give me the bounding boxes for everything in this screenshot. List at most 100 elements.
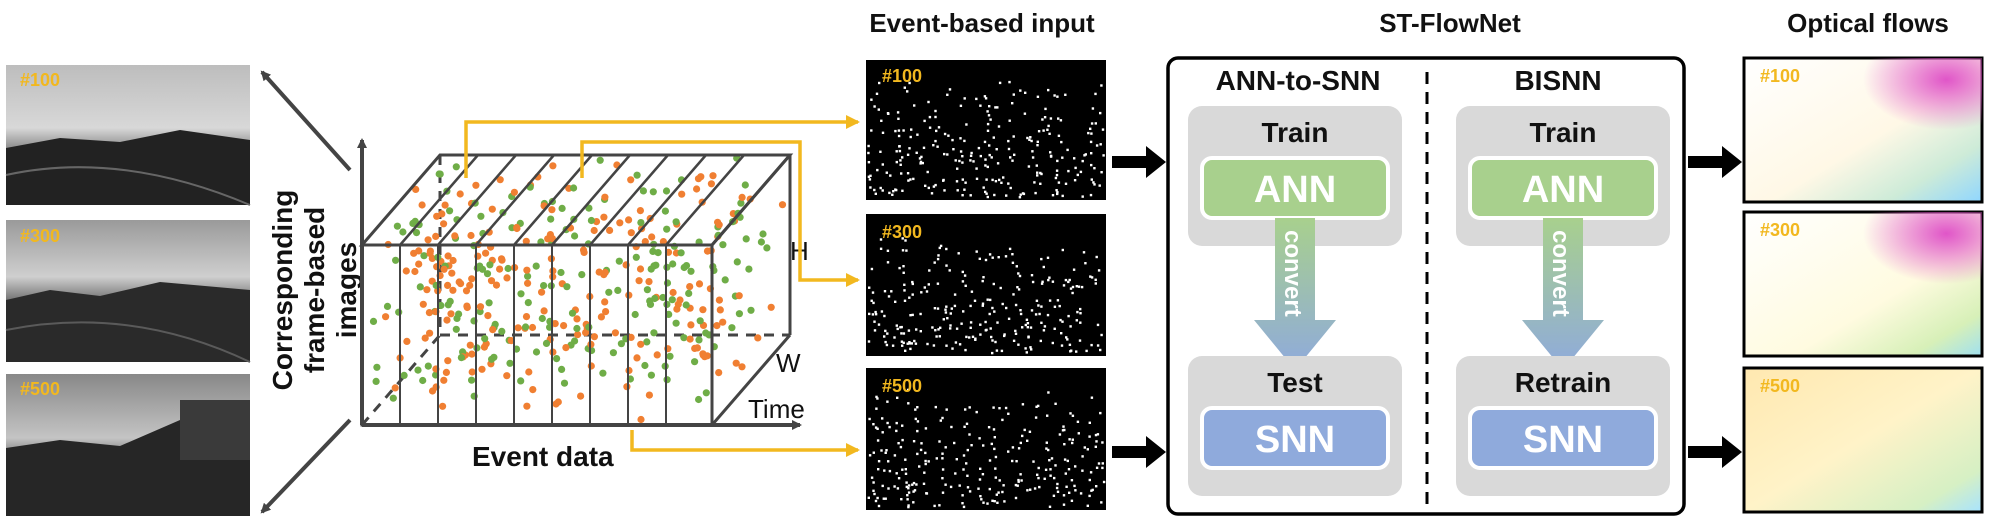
event-pixel: [1041, 280, 1044, 283]
event-pixel: [963, 139, 966, 143]
event-pixel: [943, 189, 946, 192]
event-pixel: [1021, 403, 1025, 406]
event-point: [633, 354, 641, 362]
event-point: [426, 329, 434, 337]
event-pixel: [1035, 164, 1038, 167]
frame-number-500: #500: [20, 379, 60, 399]
event-pixel: [904, 239, 907, 242]
event-point: [403, 337, 411, 345]
event-pixel: [1037, 404, 1040, 408]
event-point: [449, 256, 457, 265]
event-point: [757, 238, 766, 246]
event-pixel: [903, 283, 906, 286]
event-point: [732, 359, 740, 367]
event-pixel: [1036, 174, 1039, 177]
event-pixel: [874, 313, 878, 316]
event-pixel: [961, 502, 964, 505]
event-pixel: [894, 300, 897, 303]
left-convert-arrow: [1254, 218, 1336, 370]
event-pixel: [1081, 159, 1084, 163]
event-pixel: [1019, 89, 1022, 92]
event-pixel: [1009, 156, 1012, 159]
event-pixel: [975, 97, 978, 101]
event-pixel: [1055, 169, 1059, 172]
event-pixel: [899, 445, 903, 449]
event-pixel: [985, 178, 988, 181]
event-pixel: [989, 118, 992, 121]
event-pixel: [872, 481, 875, 484]
event-pixel: [1071, 291, 1074, 295]
event-pixel: [986, 502, 989, 505]
event-pixel: [886, 112, 890, 115]
event-pixel: [1052, 494, 1056, 497]
event-point: [548, 206, 556, 214]
side-label-line-2: frame-based: [299, 207, 330, 374]
event-point: [372, 377, 380, 385]
event-point: [496, 265, 504, 273]
event-pixel: [1036, 95, 1040, 98]
event-pixel: [945, 344, 948, 347]
event-pixel: [959, 104, 963, 107]
event-point: [453, 314, 461, 322]
event-pixel: [876, 397, 879, 400]
event-pixel: [1079, 312, 1082, 315]
event-pixel: [1094, 282, 1097, 285]
event-point: [432, 232, 440, 240]
event-point: [542, 339, 551, 347]
event-point: [558, 204, 566, 212]
event-pixel: [1099, 411, 1102, 415]
event-pixel: [1089, 193, 1093, 197]
event-pixel: [883, 314, 886, 318]
event-point: [641, 238, 649, 246]
event-pixel: [1075, 319, 1078, 322]
event-pixel: [1059, 318, 1062, 322]
event-point: [492, 281, 501, 289]
event-pixel: [887, 295, 891, 298]
event-point: [462, 287, 471, 295]
event-pixel: [970, 290, 974, 293]
event-point: [647, 265, 655, 273]
event-point: [585, 323, 593, 331]
event-pixel: [983, 140, 987, 144]
event-pixel: [901, 237, 904, 240]
event-pixel: [901, 424, 904, 427]
event-point: [560, 379, 569, 387]
event-pixels: [867, 388, 1106, 509]
event-pixel: [1095, 255, 1098, 259]
event-pixel: [934, 329, 937, 332]
event-pixel: [1000, 349, 1004, 353]
event-pixel: [994, 467, 997, 470]
event-point: [669, 288, 677, 297]
event-pixel: [953, 441, 956, 445]
event-pixel: [1013, 153, 1016, 156]
event-pixel: [895, 324, 898, 327]
event-pixel: [1035, 405, 1038, 408]
event-pixel: [1019, 309, 1022, 312]
event-pixel: [880, 119, 883, 122]
heading-optical-flows: Optical flows: [1787, 8, 1949, 38]
event-pixel: [1074, 489, 1077, 492]
event-pixel: [1099, 143, 1102, 146]
event-point: [715, 369, 723, 377]
event-pixel: [902, 271, 905, 274]
event-point: [617, 340, 626, 348]
event-pixel: [1020, 479, 1023, 482]
event-pixel: [1066, 148, 1069, 152]
event-pixel: [1063, 458, 1067, 461]
event-pixel: [1055, 486, 1059, 490]
event-pixel: [941, 457, 944, 460]
event-pixel: [1048, 299, 1052, 302]
event-pixel: [1004, 406, 1008, 410]
event-pixel: [946, 153, 949, 156]
event-pixel: [965, 462, 968, 465]
event-pixel: [930, 192, 934, 195]
event-pixel: [873, 492, 876, 496]
event-point: [637, 415, 645, 424]
event-pixel: [897, 117, 900, 120]
event-point: [414, 366, 422, 374]
event-pixel: [1066, 338, 1069, 341]
event-pixel: [1102, 154, 1105, 157]
event-point: [635, 277, 643, 285]
event-point: [623, 383, 631, 391]
event-point: [687, 267, 695, 275]
